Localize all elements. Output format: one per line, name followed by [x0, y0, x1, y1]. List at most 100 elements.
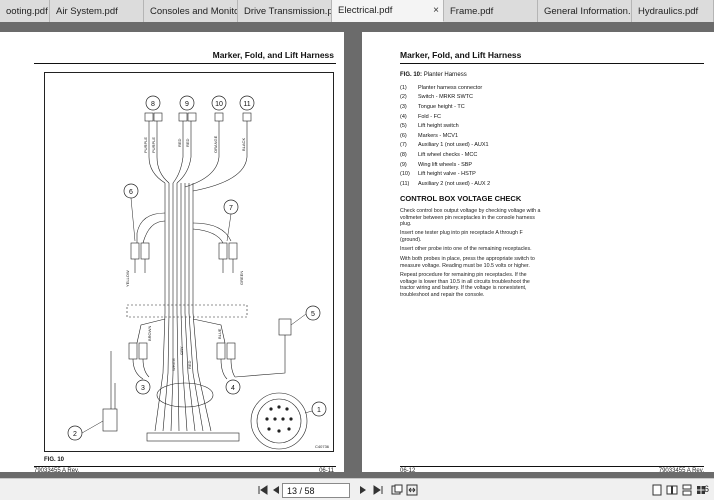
tab-frame[interactable]: Frame.pdf	[444, 0, 538, 22]
footer-left: 79033455 A Rev.	[34, 468, 80, 474]
callout-6: 6	[129, 189, 133, 196]
callout-11: 11	[243, 101, 250, 108]
next-page-button[interactable]	[356, 483, 370, 497]
callout-2: 2	[73, 431, 77, 438]
page-right: Marker, Fold, and Lift Harness FIG. 10: …	[362, 32, 714, 474]
wire-label-red-3: RED	[187, 360, 192, 369]
tab-consoles-and-monitors[interactable]: Consoles and Monitors...	[144, 0, 238, 22]
single-page-view-button[interactable]	[650, 483, 664, 497]
figure-label: FIG. 10	[44, 457, 65, 463]
continuous-view-button[interactable]	[680, 483, 694, 497]
navigation-toolbar: 13 / 58 6	[0, 478, 714, 500]
page-number-field[interactable]: 13 / 58	[282, 483, 350, 498]
header-rule	[34, 63, 336, 64]
first-page-button[interactable]	[256, 483, 270, 497]
wire-label-purple-1: PURPLE	[143, 137, 148, 153]
tab-troubleshooting[interactable]: ooting.pdf	[0, 0, 50, 22]
figure-caption-prefix: FIG. 10:	[400, 72, 423, 78]
legend-num: (4)	[400, 113, 407, 120]
legend-text: Switch - MRKR SWTC	[418, 94, 473, 101]
fit-page-icon	[391, 484, 403, 495]
wire-label-gry: GRY	[179, 346, 184, 355]
callout-5: 5	[311, 311, 315, 318]
zoom-level[interactable]: 6	[704, 484, 710, 494]
wire-label-purple-2: PURPLE	[151, 137, 156, 153]
footer-left: 06-12	[400, 468, 416, 474]
legend-num: (5)	[400, 123, 407, 130]
single-page-icon	[652, 484, 662, 496]
paragraph: Repeat procedure for remaining pin recep…	[400, 272, 530, 298]
legend-text: Planter harness connector	[418, 84, 483, 91]
continuous-view-icon	[682, 484, 692, 496]
close-tab-icon[interactable]: ×	[433, 5, 439, 16]
legend-text: Lift height switch	[418, 123, 459, 130]
legend-item: (4)Fold - FC	[400, 112, 700, 122]
paragraph: Insert other probe into one of the remai…	[400, 246, 532, 252]
two-page-view-button[interactable]	[665, 483, 679, 497]
legend-item: (1)Planter harness connector	[400, 83, 700, 93]
legend-item: (7)Auxiliary 1 (not used) - AUX1	[400, 141, 700, 151]
page-left: Marker, Fold, and Lift Harness	[0, 32, 344, 474]
wire-label-orange: ORANGE	[213, 135, 218, 153]
legend-item: (6) Markers - MCV1	[400, 131, 700, 141]
legend-num: (9)	[400, 161, 407, 168]
last-page-button[interactable]	[371, 483, 385, 497]
legend-text: Wing lift wheels - SBP	[418, 161, 473, 168]
previous-page-icon	[273, 486, 279, 494]
page-title: Marker, Fold, and Lift Harness	[212, 50, 334, 60]
wire-label-yellow: YELLOW	[125, 270, 130, 287]
harness-schematic: PURPLE PURPLE RED RED ORANGE BLACK YELLO…	[67, 95, 330, 450]
tab-label: Drive Transmission.pdf	[244, 5, 332, 17]
legend-item: (8) Lift wheel checks - MCC	[400, 150, 700, 160]
fit-page-button[interactable]	[390, 483, 404, 497]
callout-1: 1	[317, 407, 321, 414]
legend-num: (6)	[400, 132, 407, 139]
paragraph: Insert one tester plug into pin receptac…	[400, 230, 523, 243]
figure-legend: FIG. 10: Planter Harness (1)Planter harn…	[400, 72, 700, 189]
footer-right: 06-11	[319, 468, 334, 474]
tab-label: Frame.pdf	[450, 5, 494, 17]
legend-num: (8)	[400, 151, 407, 158]
fit-width-button[interactable]	[405, 483, 419, 497]
header-rule	[400, 63, 704, 64]
legend-text: Markers - MCV1	[418, 132, 459, 139]
grid-view-button[interactable]	[694, 483, 708, 497]
legend-item: (5) Lift height switch	[400, 121, 700, 131]
wire-label-green: GREEN	[239, 271, 244, 285]
tab-label: Hydraulics.pdf	[638, 5, 699, 17]
legend-text: Auxiliary 2 (not used) - AUX 2	[418, 180, 491, 187]
legend-num: (7)	[400, 142, 407, 149]
tab-air-system[interactable]: Air System.pdf	[50, 0, 144, 22]
previous-page-button[interactable]	[269, 483, 283, 497]
tab-general-information[interactable]: General Information.pdf	[538, 0, 632, 22]
callout-9: 9	[185, 101, 189, 108]
section-heading: CONTROL BOX VOLTAGE CHECK	[400, 194, 522, 203]
tab-label: Air System.pdf	[56, 5, 118, 17]
legend-text: Lift wheel checks - MCC	[418, 151, 478, 158]
tab-bar: ooting.pdf Air System.pdf Consoles and M…	[0, 0, 714, 22]
legend-num: (10)	[400, 171, 410, 178]
callout-10: 10	[215, 101, 223, 108]
tab-label: Consoles and Monitors...	[150, 5, 237, 17]
callout-8: 8	[151, 101, 155, 108]
next-page-icon	[360, 486, 366, 494]
tab-label: Electrical.pdf	[338, 5, 393, 16]
document-viewer[interactable]: Marker, Fold, and Lift Harness	[0, 22, 714, 478]
legend-num: (3)	[400, 103, 407, 110]
wire-label-red-1: RED	[177, 138, 182, 147]
paragraph: With both probes in place, press the app…	[400, 256, 535, 269]
first-page-icon	[258, 485, 268, 495]
callout-3: 3	[141, 385, 145, 392]
tab-drive-transmission[interactable]: Drive Transmission.pdf	[238, 0, 332, 22]
legend-item: (3)Tongue height - TC	[400, 102, 700, 112]
footer-rule	[400, 466, 704, 467]
legend-item: (11)Auxiliary 2 (not used) - AUX 2	[400, 179, 700, 189]
tab-electrical[interactable]: Electrical.pdf ×	[332, 0, 444, 22]
wire-label-red-2: RED	[185, 138, 190, 147]
wire-label-brown: BROWN	[147, 326, 152, 341]
tab-hydraulics[interactable]: Hydraulics.pdf	[632, 0, 714, 22]
wire-label-white: WHITE	[171, 358, 176, 371]
tab-label: General Information.pdf	[544, 5, 631, 17]
legend-num: (2)	[400, 94, 407, 101]
